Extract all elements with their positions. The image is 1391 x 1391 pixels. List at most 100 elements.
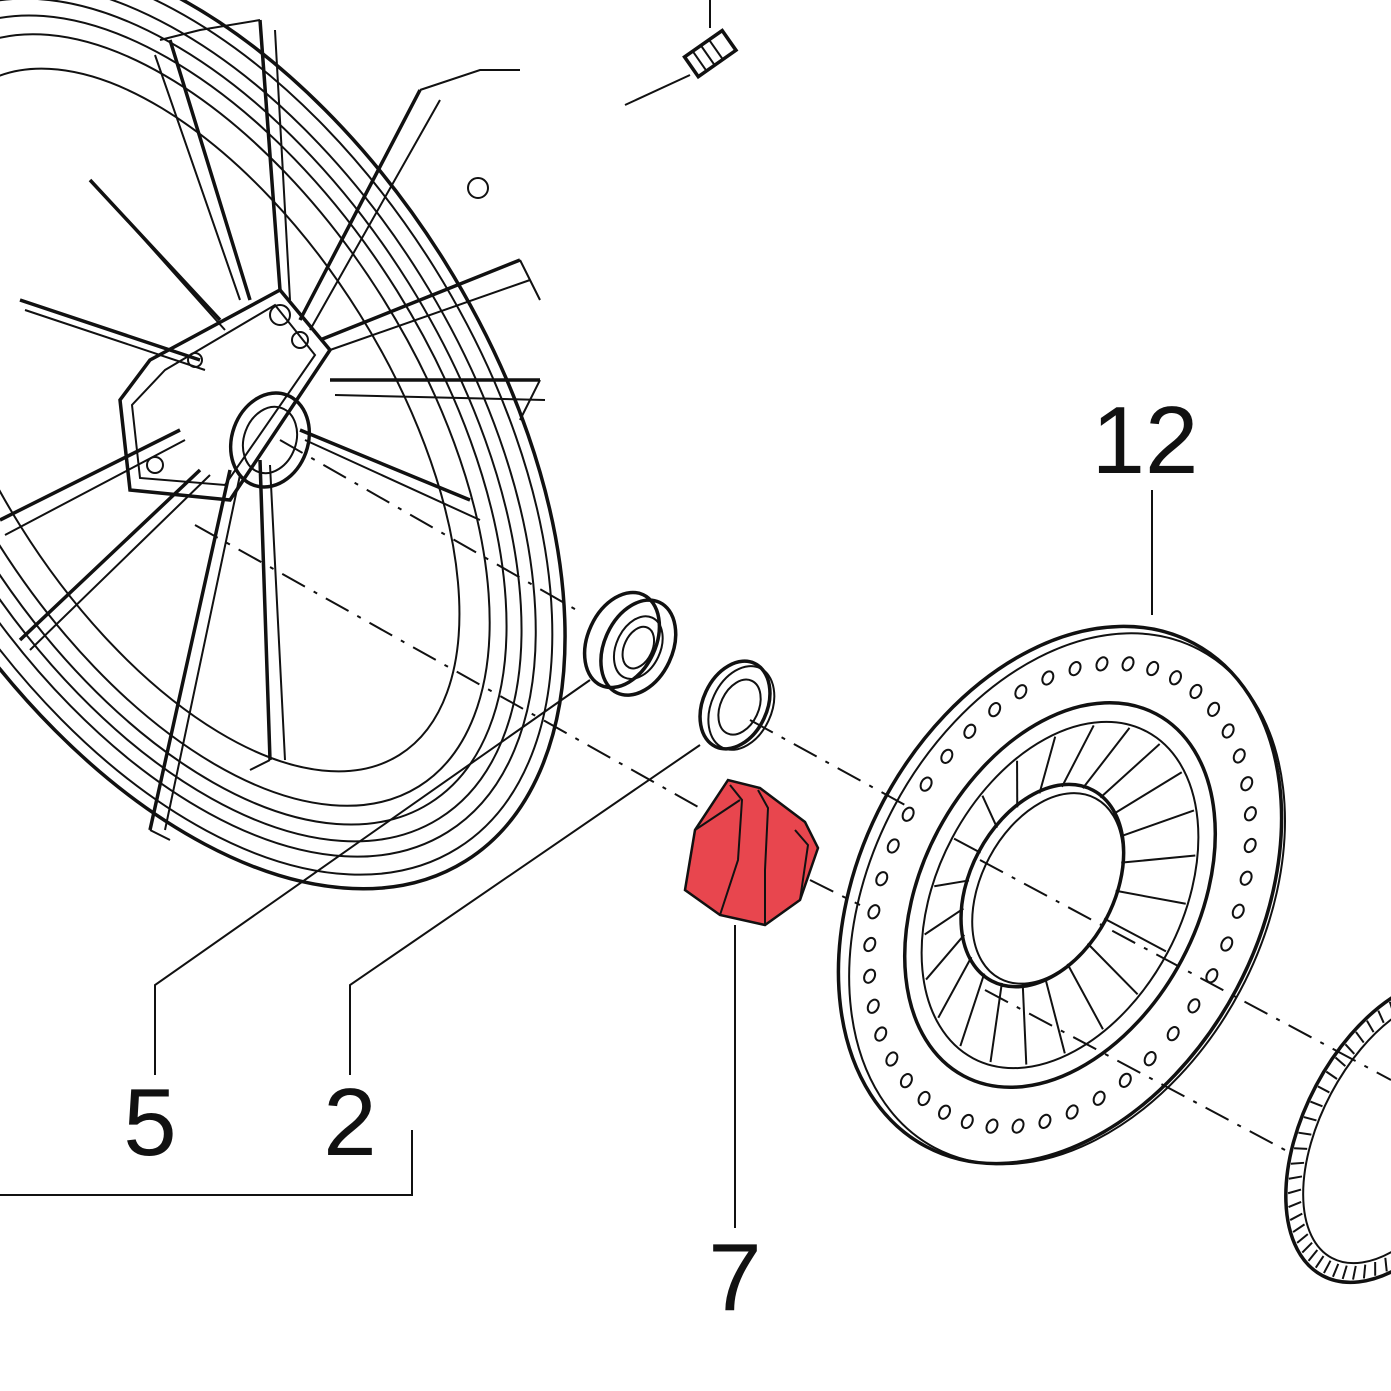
disc-hole bbox=[885, 1051, 899, 1067]
disc-hole bbox=[960, 1113, 974, 1130]
tone-ring-tooth bbox=[1377, 1010, 1385, 1024]
tone-ring-tooth bbox=[1303, 1116, 1317, 1122]
bearing-part-5[interactable] bbox=[570, 580, 690, 707]
disc-hole bbox=[1232, 748, 1246, 764]
disc-fin bbox=[959, 973, 986, 1047]
disc-hole bbox=[863, 936, 877, 953]
tone-ring-tooth bbox=[1384, 1257, 1388, 1272]
disc-fin bbox=[924, 907, 964, 936]
disc-hole bbox=[1207, 701, 1221, 717]
disc-hole bbox=[940, 748, 954, 764]
disc-fin bbox=[1121, 854, 1196, 864]
disc-fin bbox=[953, 837, 982, 854]
disc-hole bbox=[1011, 1118, 1025, 1134]
tone-ring-tooth bbox=[1332, 1263, 1340, 1278]
tone-ring-tooth bbox=[1355, 1031, 1365, 1044]
callout-5: 5 bbox=[123, 1069, 176, 1176]
spacer-part-7-highlighted[interactable] bbox=[683, 778, 820, 927]
tone-ring-tooth bbox=[1290, 1161, 1305, 1165]
disc-hole bbox=[1205, 968, 1219, 984]
tone-ring-tooth bbox=[1323, 1260, 1332, 1274]
disc-hole bbox=[1221, 723, 1235, 739]
disc-fin bbox=[934, 879, 970, 888]
disc-hole bbox=[867, 904, 881, 920]
disc-fin bbox=[1103, 917, 1167, 953]
disc-fin bbox=[1021, 984, 1028, 1065]
wheel-spokes bbox=[0, 19, 546, 841]
disc-hole bbox=[1095, 656, 1109, 672]
brake-disc-part-12[interactable] bbox=[750, 549, 1374, 1242]
disc-hole bbox=[1189, 683, 1203, 700]
tone-ring-tooth bbox=[1288, 1201, 1302, 1209]
tone-ring-tooth bbox=[1296, 1233, 1309, 1244]
disc-fin bbox=[1099, 743, 1161, 799]
disc-hole bbox=[1092, 1090, 1106, 1106]
tone-ring-tooth bbox=[1307, 1249, 1319, 1262]
disc-fin bbox=[1016, 760, 1019, 808]
seal-ring-part-2[interactable] bbox=[687, 650, 788, 763]
disc-hole bbox=[863, 968, 877, 984]
tone-ring-tooth bbox=[1366, 1020, 1375, 1033]
disc-fin bbox=[981, 795, 998, 829]
disc-hole bbox=[1168, 670, 1182, 686]
disc-hole bbox=[963, 723, 977, 739]
disc-fin bbox=[925, 934, 966, 981]
disc-hole bbox=[1068, 661, 1082, 677]
wheel-rim[interactable] bbox=[0, 0, 720, 1020]
disc-hole bbox=[938, 1104, 952, 1120]
abs-tone-ring[interactable] bbox=[1239, 940, 1391, 1321]
disc-hole bbox=[919, 776, 933, 792]
tone-ring-tooth bbox=[1325, 1070, 1338, 1080]
disc-hole bbox=[1166, 1026, 1180, 1042]
tone-ring-tooth bbox=[1287, 1188, 1302, 1195]
disc-hole bbox=[985, 1118, 999, 1134]
tone-ring-tooth bbox=[1344, 1043, 1356, 1055]
disc-hole bbox=[1240, 776, 1254, 792]
disc-hole bbox=[1038, 1113, 1052, 1129]
disc-hole bbox=[874, 1026, 888, 1042]
disc-hole bbox=[1065, 1104, 1079, 1120]
disc-fin bbox=[1115, 889, 1186, 905]
disc-hole bbox=[1143, 1051, 1157, 1067]
tone-ring-tooth bbox=[1341, 1265, 1348, 1280]
disc-fin bbox=[989, 982, 1003, 1063]
disc-hole bbox=[1243, 837, 1257, 854]
disc-fin bbox=[1038, 736, 1057, 794]
disc-fin bbox=[1086, 942, 1139, 996]
disc-fin bbox=[1066, 963, 1104, 1030]
tone-ring-tooth bbox=[1334, 1056, 1347, 1067]
tone-ring-tooth bbox=[1317, 1085, 1330, 1094]
tone-ring-tooth bbox=[1314, 1255, 1325, 1269]
disc-fin bbox=[1082, 727, 1131, 789]
valve-stem[interactable] bbox=[624, 0, 739, 106]
disc-hole bbox=[1041, 670, 1055, 686]
disc-hole bbox=[1014, 684, 1028, 700]
callout-7: 7 bbox=[708, 1224, 761, 1331]
assembly-axis-lines bbox=[194, 439, 1391, 1151]
callout-12: 12 bbox=[1092, 387, 1199, 494]
tone-ring-tooth bbox=[1298, 1131, 1312, 1136]
disc-hole bbox=[899, 1073, 913, 1089]
tone-ring-tooth bbox=[1310, 1100, 1323, 1108]
leader-lines bbox=[0, 490, 1153, 1228]
disc-hole bbox=[1231, 903, 1245, 919]
wheel-hub bbox=[118, 177, 489, 502]
disc-hole bbox=[1187, 998, 1201, 1014]
disc-hole bbox=[866, 998, 880, 1014]
disc-fin bbox=[1061, 724, 1095, 788]
disc-hole bbox=[1220, 936, 1234, 952]
tone-ring-tooth bbox=[1294, 1147, 1308, 1150]
tone-ring-tooth bbox=[1288, 1175, 1303, 1180]
tone-ring-tooth bbox=[1292, 1223, 1306, 1233]
tone-ring-tooth bbox=[1362, 1264, 1367, 1279]
disc-hole bbox=[1243, 806, 1257, 822]
disc-hole bbox=[875, 871, 889, 887]
disc-hole bbox=[901, 806, 915, 822]
disc-hole bbox=[886, 838, 900, 854]
disc-hole bbox=[917, 1090, 931, 1107]
disc-fin bbox=[937, 956, 973, 1019]
tone-ring-tooth bbox=[1374, 1261, 1377, 1276]
disc-fin bbox=[1044, 977, 1066, 1054]
tone-ring-tooth bbox=[1352, 1265, 1357, 1280]
